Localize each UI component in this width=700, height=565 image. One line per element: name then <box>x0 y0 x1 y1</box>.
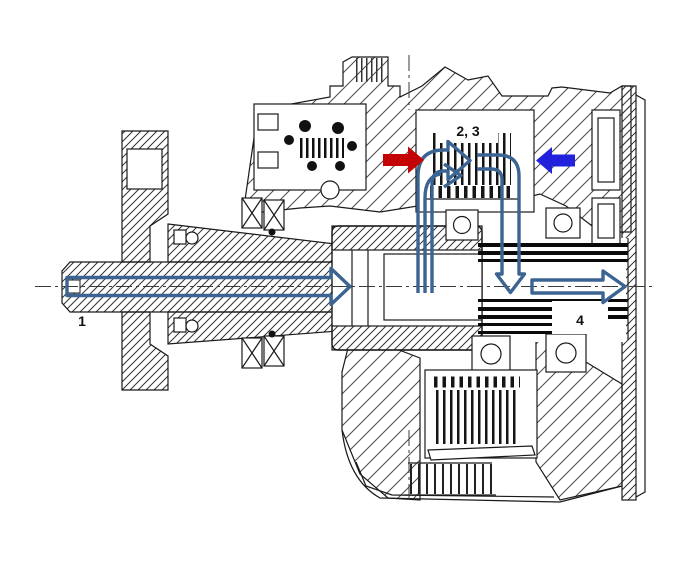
valve-bolt <box>257 151 279 169</box>
seal-cross <box>263 199 285 231</box>
lower-housing-left <box>341 331 421 501</box>
bearing-ball <box>452 215 472 235</box>
check-ball-seat <box>173 229 187 245</box>
check-ball <box>185 231 199 245</box>
bearing-block <box>545 207 581 239</box>
bearing-ball <box>555 342 577 364</box>
flow-arrow-down <box>477 153 527 295</box>
label-clutch-plates: 2, 3 <box>456 123 480 139</box>
power-flow-arrows <box>65 139 627 307</box>
bearing-ball <box>553 213 573 233</box>
seal-dot <box>268 228 276 236</box>
bearing-block <box>471 335 511 373</box>
bottom-pan-inner <box>355 461 555 498</box>
label-box-2-3 <box>438 116 498 143</box>
valve-body <box>347 141 357 151</box>
blue-arrow <box>536 147 575 174</box>
valve-body <box>307 161 317 171</box>
flow-arrow-clutch-inner <box>423 162 463 293</box>
flange-bolt-hole <box>126 148 163 190</box>
valve-body <box>284 135 294 145</box>
drum-wall-bottom <box>331 325 483 351</box>
seal-cross <box>263 335 285 367</box>
bottom-pan <box>341 429 623 503</box>
bearing-block <box>545 333 587 373</box>
valve-body <box>332 122 344 134</box>
seal-cross <box>241 337 263 369</box>
oil-passage <box>320 180 340 200</box>
valve-bolt <box>257 113 279 131</box>
flow-arrow-output <box>530 269 627 305</box>
valve-body <box>299 120 311 132</box>
gearbox-body <box>61 56 646 503</box>
seal-dot <box>268 330 276 338</box>
retainer-bracket-inner <box>597 203 615 239</box>
label-input-shaft: 1 <box>78 313 86 329</box>
flow-arrow-input <box>65 266 352 307</box>
label-box-4 <box>552 301 608 334</box>
left-flange-bottom <box>121 311 169 391</box>
retainer-bracket-inner <box>597 117 615 183</box>
clutch-backing-plate <box>427 445 536 461</box>
clutch-zone-bottom <box>424 369 538 459</box>
right-cover-plate <box>635 94 646 498</box>
bearing-block <box>445 209 479 241</box>
check-ball-seat <box>173 317 187 333</box>
valve-body <box>335 161 345 171</box>
check-ball <box>185 319 199 333</box>
seal-cross <box>241 197 263 229</box>
red-arrow <box>383 146 424 174</box>
centerlines <box>35 55 652 503</box>
label-output-shaft: 4 <box>576 312 584 328</box>
bearing-ball <box>480 343 502 365</box>
